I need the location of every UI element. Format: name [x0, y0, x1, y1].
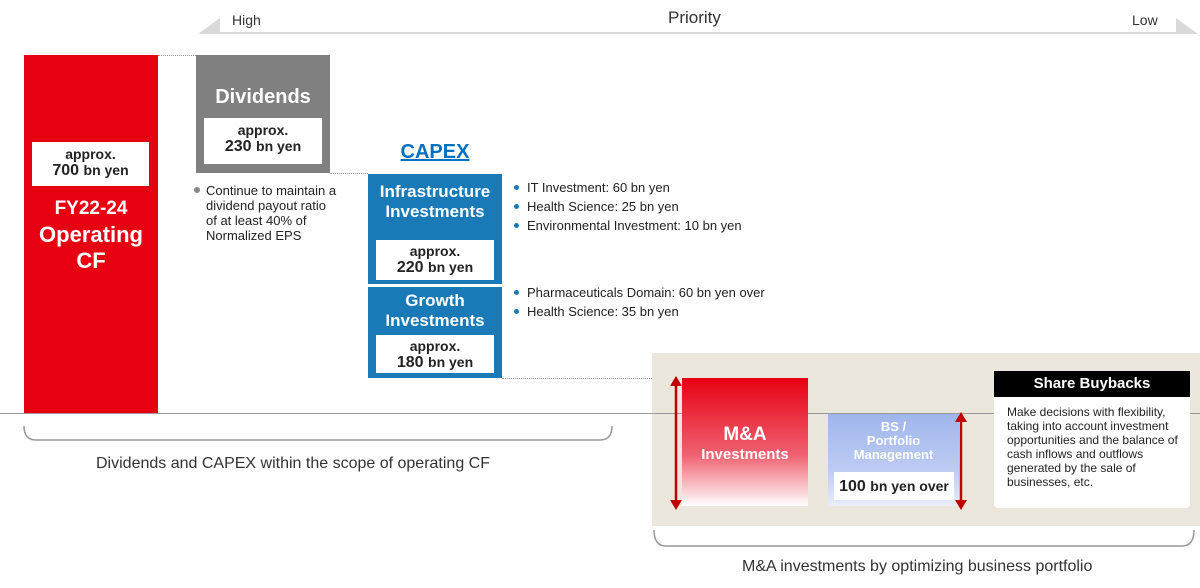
- infrastructure-amount-line: 220 bn yen: [376, 259, 494, 277]
- growth-amount: 180: [396, 354, 424, 371]
- bs-title-line3: Management: [853, 447, 934, 462]
- infrastructure-title-line1: Infrastructure: [379, 182, 491, 201]
- growth-title-line2: Investments: [385, 311, 485, 330]
- growth-title-line1: Growth: [405, 291, 465, 310]
- priority-high-label: High: [232, 12, 261, 28]
- bs-title-line1: BS /: [880, 419, 907, 434]
- growth-unit: bn yen: [428, 354, 474, 370]
- dividends-note-line2: dividend payout ratio: [206, 198, 326, 213]
- bs-amount-box: 100 bn yen over: [834, 472, 954, 500]
- dividends-title: Dividends: [215, 86, 311, 108]
- bullet-dot-icon: [514, 223, 519, 228]
- infrastructure-bullets: IT Investment: 60 bn yen Health Science:…: [514, 178, 742, 235]
- operating-cf-amount-box: approx. 700 bn yen: [32, 142, 149, 186]
- growth-amount-box: approx. 180 bn yen: [376, 335, 494, 373]
- bs-amount: 100: [839, 478, 866, 495]
- operating-cf-title: FY22-24 Operating CF: [24, 196, 158, 274]
- infrastructure-title-line2: Investments: [385, 202, 485, 221]
- bullet-dot-icon: [194, 187, 200, 193]
- ma-height-arrow-icon: [670, 376, 682, 510]
- bullet-dot-icon: [514, 290, 519, 295]
- operating-cf-amount-line: 700 bn yen: [32, 162, 149, 180]
- infrastructure-amount: 220: [396, 259, 424, 276]
- bullet-dot-icon: [514, 204, 519, 209]
- ma-title-line2: Investments: [701, 446, 789, 463]
- dividends-note-line4: Normalized EPS: [206, 228, 302, 243]
- bs-title: BS / Portfolio Management: [828, 420, 959, 462]
- operating-cf-amount: 700: [52, 162, 80, 179]
- dividends-note-line1: Continue to maintain a: [206, 183, 337, 198]
- priority-title: Priority: [668, 8, 721, 27]
- bs-height-arrow-icon: [955, 412, 967, 510]
- list-item: Environmental Investment: 10 bn yen: [514, 216, 742, 235]
- connector-dividends-top: [158, 55, 196, 56]
- operating-cf-unit: bn yen: [83, 162, 129, 178]
- infrastructure-unit: bn yen: [428, 259, 474, 275]
- scope-brace-icon: [23, 425, 613, 441]
- dividends-approx: approx.: [237, 122, 289, 138]
- dividends-amount: 230: [224, 138, 252, 155]
- ma-brace-icon: [653, 529, 1195, 547]
- growth-investments-block: Growth Investments approx. 180 bn yen: [368, 287, 502, 378]
- ma-investments-block: [682, 378, 808, 506]
- ma-title: M&A Investments: [682, 424, 808, 463]
- growth-approx: approx.: [409, 338, 461, 354]
- capex-title: CAPEX: [400, 141, 470, 163]
- priority-arrow: [198, 18, 1198, 34]
- infrastructure-title: Infrastructure Investments: [368, 182, 502, 222]
- operating-cf-block: [24, 55, 158, 413]
- growth-title: Growth Investments: [368, 291, 502, 331]
- scope-caption: Dividends and CAPEX within the scope of …: [96, 455, 490, 472]
- bullet-dot-icon: [514, 309, 519, 314]
- bs-title-line2: Portfolio: [866, 433, 921, 448]
- dividends-amount-line: 230 bn yen: [204, 138, 322, 156]
- list-item: Pharmaceuticals Domain: 60 bn yen over: [514, 283, 765, 302]
- infrastructure-approx: approx.: [409, 243, 461, 259]
- growth-bullets: Pharmaceuticals Domain: 60 bn yen over H…: [514, 283, 765, 321]
- growth-amount-line: 180 bn yen: [376, 354, 494, 372]
- ma-title-line1: M&A: [723, 424, 767, 445]
- ma-caption: M&A investments by optimizing business p…: [742, 558, 1093, 575]
- dividends-note-line3: of at least 40% of: [206, 213, 307, 228]
- connector-ma-top: [502, 378, 682, 379]
- share-buybacks-title: Share Buybacks: [994, 371, 1190, 397]
- list-item: IT Investment: 60 bn yen: [514, 178, 742, 197]
- infrastructure-investments-block: Infrastructure Investments approx. 220 b…: [368, 174, 502, 284]
- operating-cf-title-line2: Operating: [39, 222, 143, 247]
- share-buybacks-text: Make decisions with flexibility, taking …: [1007, 405, 1178, 489]
- baseline: [0, 413, 1200, 414]
- priority-low-label: Low: [1132, 12, 1158, 28]
- list-item: Health Science: 35 bn yen: [514, 302, 765, 321]
- bs-unit: bn yen over: [870, 478, 949, 494]
- bullet-dot-icon: [514, 185, 519, 190]
- connector-capex-top: [330, 173, 368, 174]
- operating-cf-title-line3: CF: [76, 248, 106, 273]
- dividends-amount-box: approx. 230 bn yen: [204, 118, 322, 164]
- list-item: Health Science: 25 bn yen: [514, 197, 742, 216]
- operating-cf-title-line1: FY22-24: [54, 198, 128, 219]
- operating-cf-approx: approx.: [65, 146, 116, 162]
- dividends-unit: bn yen: [256, 138, 302, 154]
- infrastructure-amount-box: approx. 220 bn yen: [376, 240, 494, 280]
- dividends-note: Continue to maintain a dividend payout r…: [194, 183, 354, 243]
